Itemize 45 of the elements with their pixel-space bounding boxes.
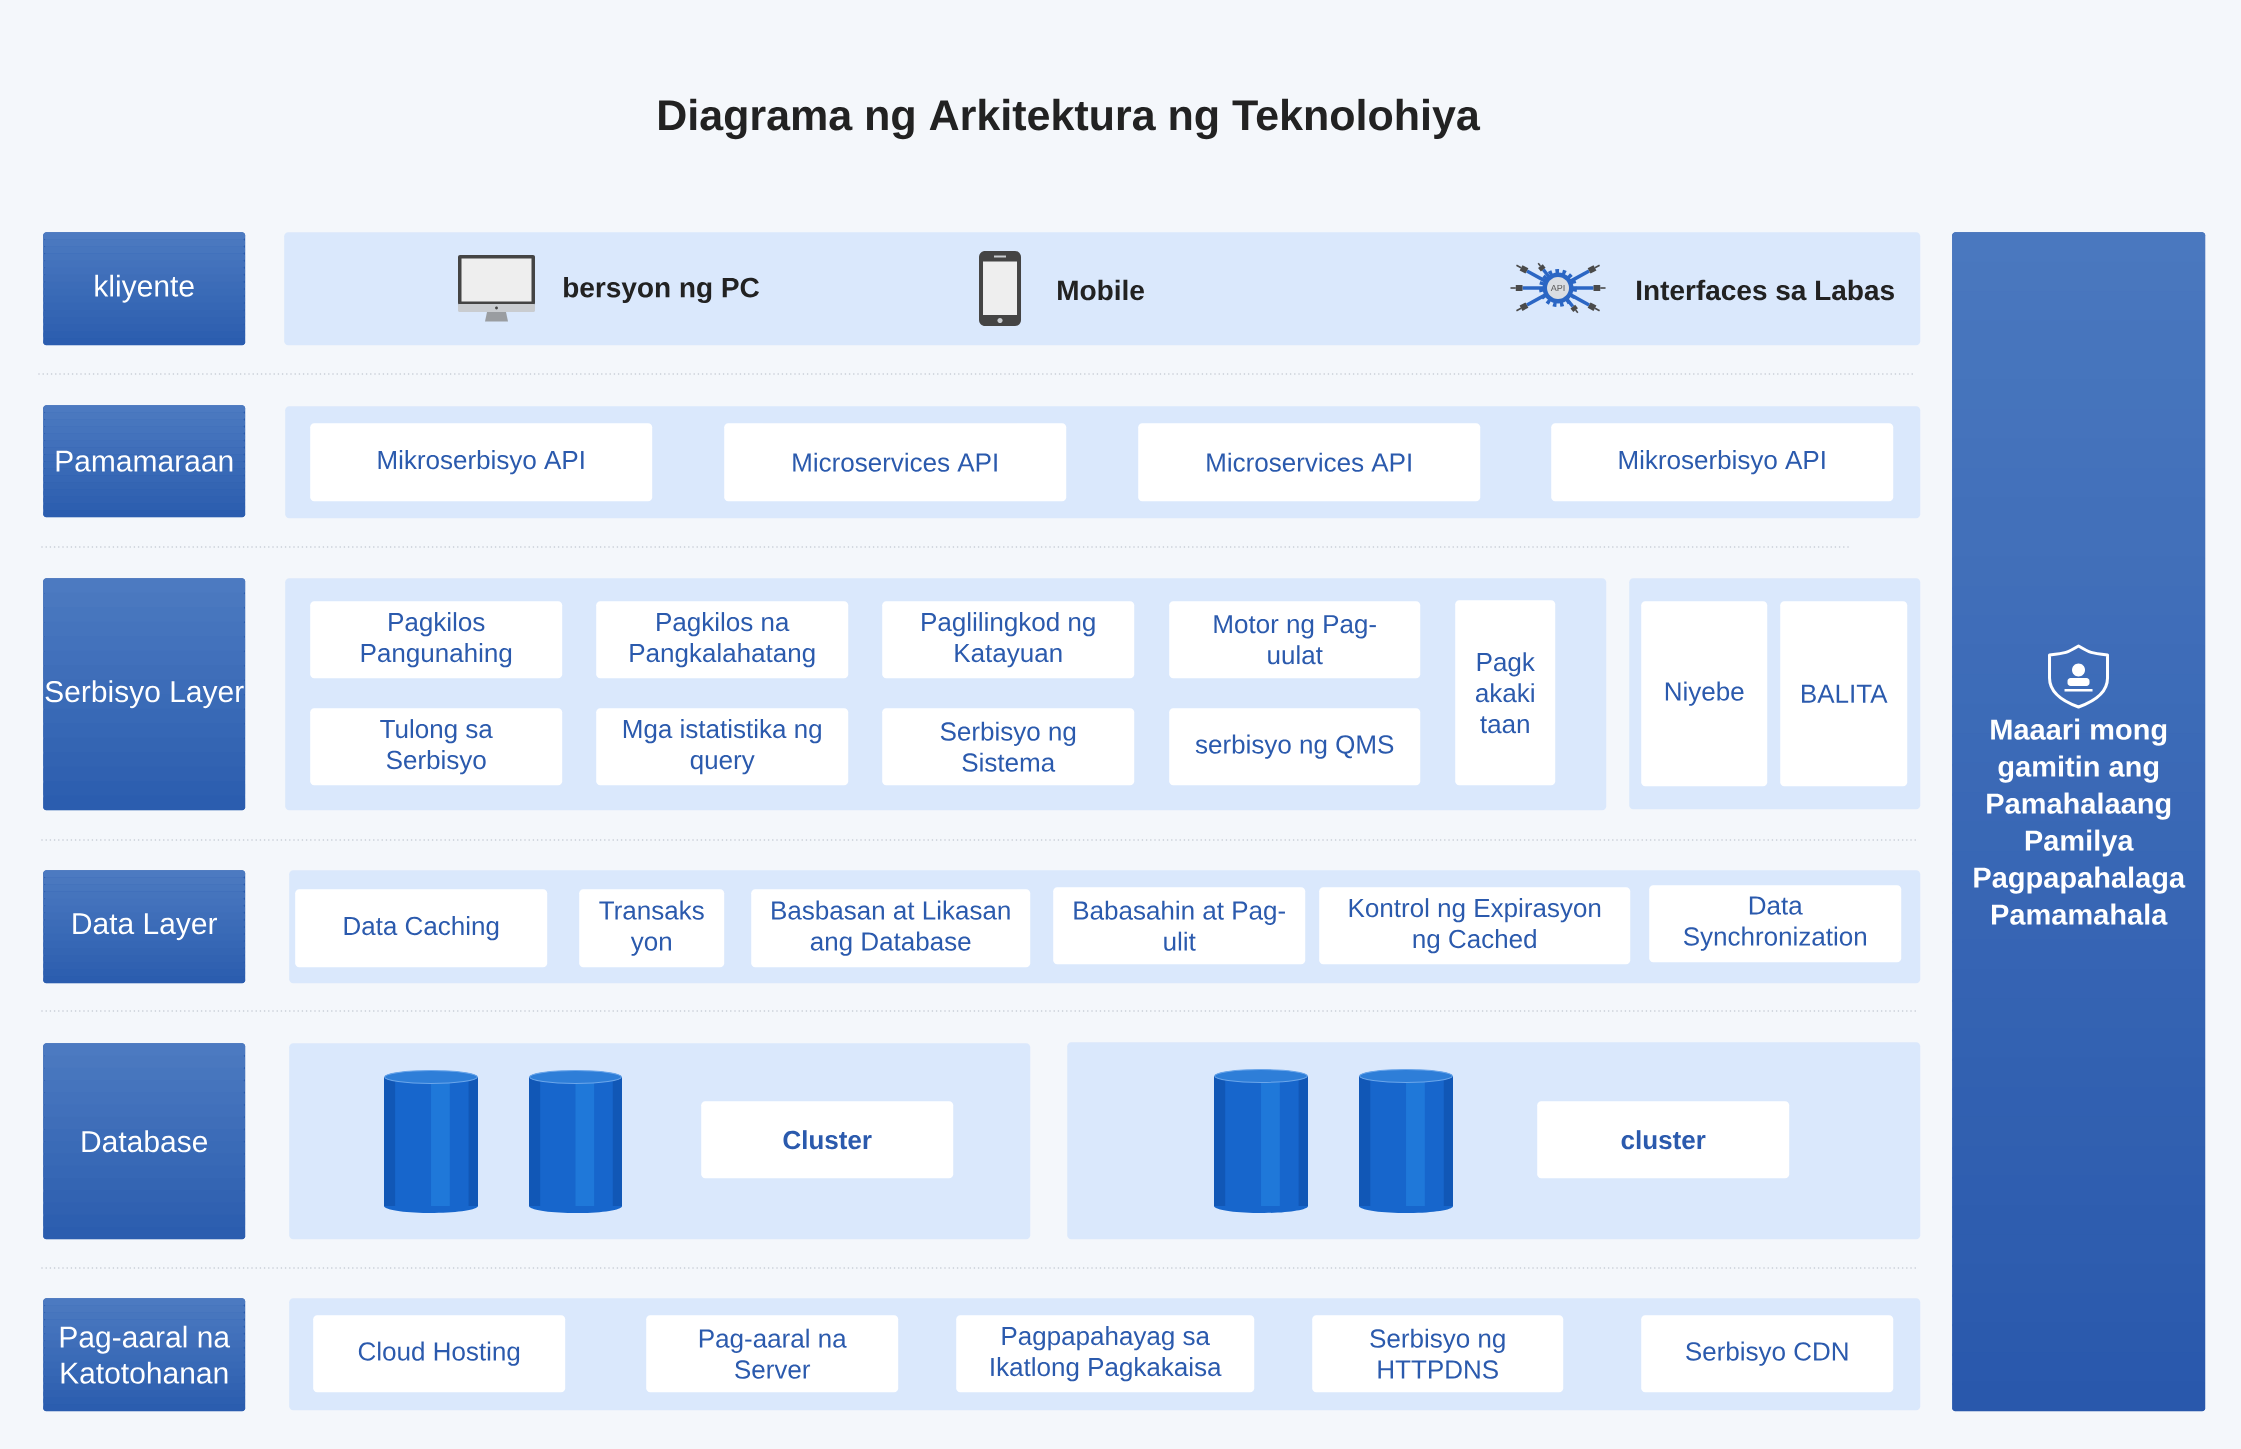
service-box: Paglilingkod ng Katayuan [882, 601, 1135, 679]
service-box: Serbisyo ng Sistema [882, 708, 1135, 786]
service-box: Serbisyo ng HTTPDNS [1312, 1315, 1564, 1393]
client-label: Mobile [1058, 279, 1144, 301]
layer-label: Serbisyo Layer [43, 578, 246, 811]
service-box: Mga istatistika ng query [596, 708, 849, 786]
database-cylinder [384, 1070, 478, 1213]
database-cylinder [529, 1070, 622, 1213]
layer-label: Pamamaraan [43, 405, 246, 518]
service-box: Mikroserbisyo API [310, 423, 653, 502]
layer-label: Pag-aaral na Katotohanan [43, 1298, 246, 1412]
client-label: bersyon ng PC [564, 276, 759, 304]
service-box: Kontrol ng Expirasyon ng Cached [1319, 887, 1631, 965]
service-box: cluster [1537, 1101, 1790, 1179]
service-box: Data Caching [295, 889, 548, 968]
layer-label: Database [43, 1043, 246, 1240]
service-box: Mikroserbisyo API [1551, 423, 1894, 502]
layer-label: kliyente [43, 232, 246, 346]
group-panel [284, 232, 1921, 346]
service-box: Pagk akaki taan [1455, 600, 1556, 786]
title: Diagrama ng Arkitektura ng Teknolohiya [659, 98, 1481, 140]
client-label: Interfaces sa Labas [1637, 279, 1894, 301]
service-box: Pag-aaral na Server [646, 1315, 899, 1393]
service-box: Cluster [701, 1101, 954, 1179]
service-box: Babasahin at Pag- ulit [1053, 887, 1306, 965]
database-cylinder [1214, 1069, 1308, 1213]
service-box: Pagkilos na Pangkalahatang [596, 601, 849, 679]
side-panel: Maaari mong gamitin ang Pamahalaang Pamilya Pagpapahalaga Pamamahala [1952, 232, 2206, 1412]
service-box: BALITA [1780, 601, 1908, 787]
service-box: Microservices API [724, 423, 1067, 502]
service-box: Transaks yon [579, 889, 725, 968]
service-box: Serbisyo CDN [1641, 1315, 1894, 1393]
service-box: Tulong sa Serbisyo [310, 708, 563, 786]
icon-label: API [1550, 284, 1565, 292]
service-box: serbisyo ng QMS [1169, 708, 1421, 786]
service-box: Niyebe [1641, 601, 1768, 787]
service-box: Data Synchronization [1649, 885, 1902, 963]
service-box: Basbasan at Likasan ang Database [751, 889, 1031, 968]
database-cylinder [1359, 1069, 1453, 1213]
service-box: Cloud Hosting [313, 1315, 566, 1393]
service-box: Microservices API [1138, 423, 1481, 502]
service-box: Pagpapahayag sa Ikatlong Pagkakaisa [956, 1315, 1255, 1393]
layer-label: Data Layer [43, 870, 246, 984]
service-box: Pagkilos Pangunahing [310, 601, 563, 679]
service-box: Motor ng Pag- uulat [1169, 601, 1421, 679]
